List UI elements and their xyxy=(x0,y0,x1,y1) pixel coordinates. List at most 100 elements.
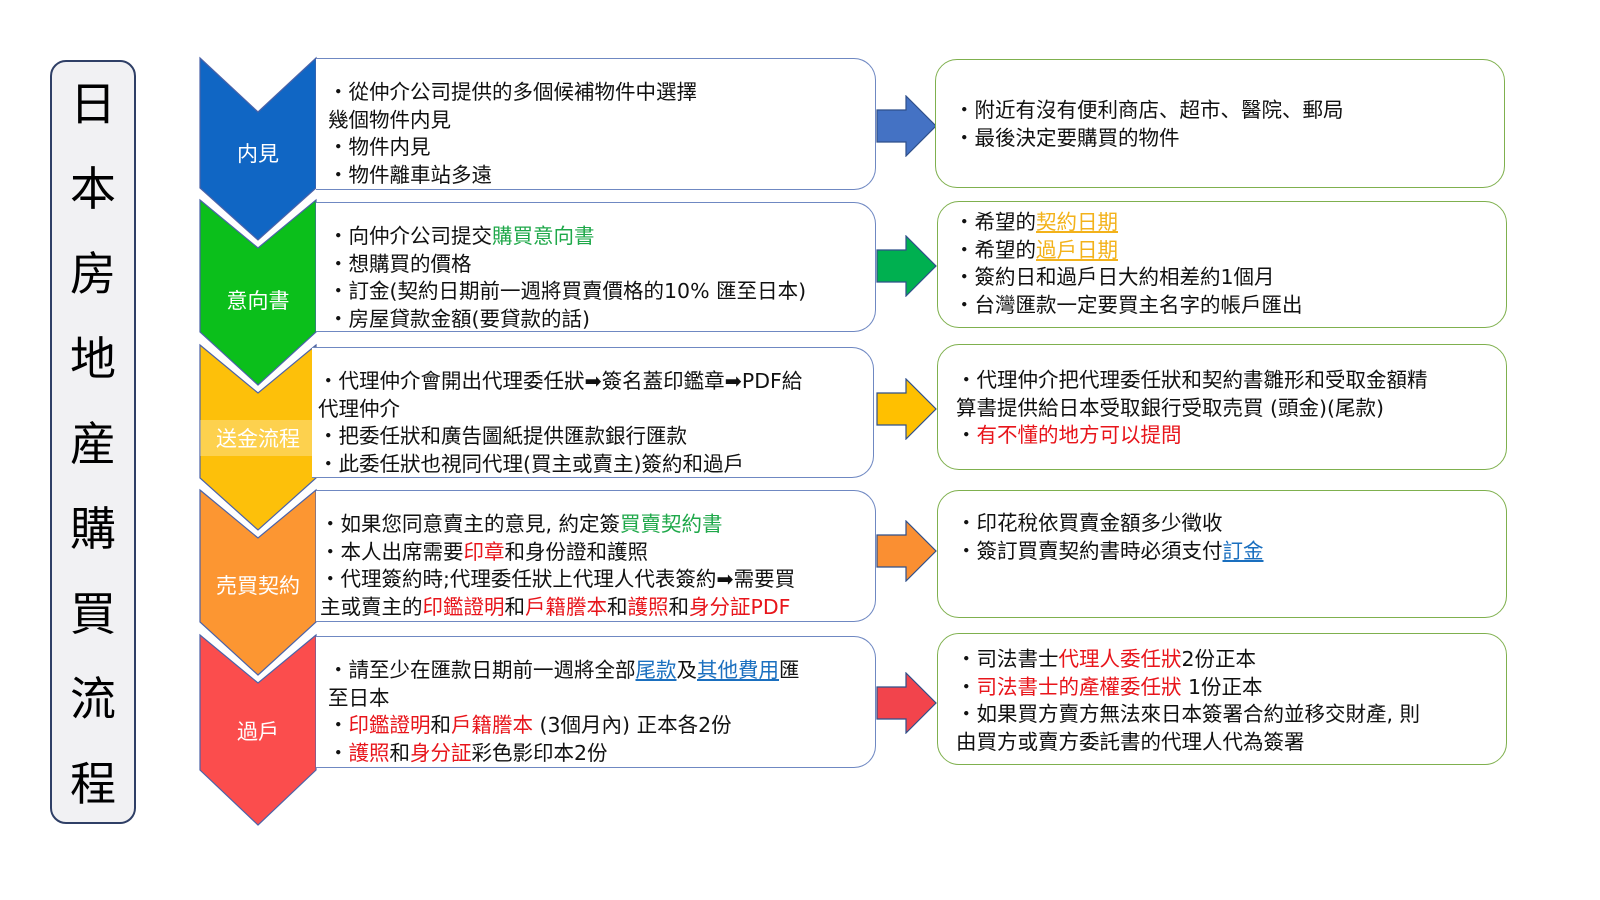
step-label: 意向書 xyxy=(226,289,290,313)
text-segment: 主或賣主的 xyxy=(320,594,423,619)
note-line: 算書提供給日本受取銀行受取売買 (頭金)(尾款) xyxy=(956,395,1428,423)
detail-line: ・把委任狀和廣告圖紙提供匯款銀行匯款 xyxy=(318,423,802,451)
step-2-details-box: ・向仲介公司提交購買意向書・想購買的價格・訂金(契約日期前一週將買賣價格的10%… xyxy=(316,202,876,332)
chevron-step-5 xyxy=(199,633,317,826)
text-segment: ・想購買的價格 xyxy=(328,251,472,276)
step-label: 売買契約 xyxy=(216,574,300,598)
note-line: ・簽約日和過戶日大約相差約1個月 xyxy=(954,264,1303,292)
highlighted-term: 其他費用 xyxy=(697,658,779,682)
highlighted-term: 身分証PDF xyxy=(689,594,791,619)
text-segment: ・房屋貸款金額(要貸款的話) xyxy=(328,306,590,331)
arrow-right-icon xyxy=(876,378,937,440)
text-segment: ・把委任狀和廣告圖紙提供匯款銀行匯款 xyxy=(318,424,687,448)
details-list: ・請至少在匯款日期前一週將全部尾款及其他費用匯 至日本・印鑑證明和戶籍謄本 (3… xyxy=(328,657,800,767)
text-segment: ・如果您同意賣主的意見, 約定簽 xyxy=(320,512,621,536)
step-5-details-box: ・請至少在匯款日期前一週將全部尾款及其他費用匯 至日本・印鑑證明和戶籍謄本 (3… xyxy=(316,636,876,768)
title-char: 買 xyxy=(70,587,116,641)
text-segment: ・最後決定要購買的物件 xyxy=(954,125,1180,150)
detail-line: ・從仲介公司提供的多個候補物件中選擇 xyxy=(328,79,697,107)
detail-line: ・如果您同意賣主的意見, 約定簽買賣契約書 xyxy=(320,511,795,539)
detail-line: ・想購買的價格 xyxy=(328,251,806,279)
step-3-details-box: ・代理仲介會開出代理委任狀➡簽名蓋印鑑章➡PDF給代理仲介・把委任狀和廣告圖紙提… xyxy=(312,347,874,478)
step-label: 過戶 xyxy=(237,720,279,744)
text-segment: 和身份證和護照 xyxy=(504,539,649,564)
text-segment: 匯 xyxy=(779,658,800,682)
text-segment: ・向仲介公司提交 xyxy=(328,224,492,248)
note-line: ・附近有沒有便利商店、超市、醫院、郵局 xyxy=(954,97,1344,125)
detail-line: ・本人出席需要印章和身份證和護照 xyxy=(320,539,795,567)
text-segment: 算書提供給日本受取銀行受取売買 (頭金)(尾款) xyxy=(956,395,1385,420)
highlighted-term: 護照 xyxy=(348,740,390,765)
text-segment: ・印花稅依買賣金額多少徵收 xyxy=(956,511,1223,535)
step-1-notes-box: ・附近有沒有便利商店、超市、醫院、郵局・最後決定要購買的物件 xyxy=(935,59,1505,188)
note-line: ・有不懂的地方可以提問 xyxy=(956,422,1428,450)
detail-line: ・代理簽約時;代理委任狀上代理人代表簽約➡需要買 xyxy=(320,566,795,594)
highlighted-term: 代理人委任狀 xyxy=(1058,647,1182,671)
text-segment: ・附近有沒有便利商店、超市、醫院、郵局 xyxy=(954,98,1344,122)
text-segment: 至日本 xyxy=(328,685,390,710)
text-segment: ・ xyxy=(956,423,977,447)
detail-line: ・印鑑證明和戶籍謄本 (3個月內) 正本各2份 xyxy=(328,712,800,740)
note-line: ・最後決定要購買的物件 xyxy=(954,125,1344,153)
title-char: 購 xyxy=(70,502,116,556)
note-line: ・希望的過戶日期 xyxy=(954,237,1303,265)
detail-line: ・代理仲介會開出代理委任狀➡簽名蓋印鑑章➡PDF給 xyxy=(318,368,802,396)
title-char: 程 xyxy=(70,757,116,811)
arrow-right-icon xyxy=(876,95,937,157)
note-line: ・簽訂買賣契約書時必須支付訂金 xyxy=(956,538,1264,566)
highlighted-term: 護照 xyxy=(627,594,669,619)
text-segment: ・司法書士 xyxy=(956,647,1059,671)
text-segment: ・本人出席需要 xyxy=(320,539,464,564)
highlighted-term: 購買意向書 xyxy=(492,224,595,248)
text-segment: ・如果買方賣方無法來日本簽署合約並移交財產, 則 xyxy=(956,702,1421,726)
highlighted-term: 契約日期 xyxy=(1036,210,1118,234)
detail-line: 幾個物件内見 xyxy=(328,107,697,135)
text-segment: 由買方或賣方委託書的代理人代為簽署 xyxy=(956,729,1305,754)
highlighted-term: 司法書士的產權委任狀 xyxy=(976,674,1182,699)
text-segment: 幾個物件内見 xyxy=(328,107,451,132)
step-2-notes-box: ・希望的契約日期・希望的過戶日期・簽約日和過戶日大約相差約1個月・台灣匯款一定要… xyxy=(937,201,1507,328)
text-segment: 和 xyxy=(389,740,411,765)
note-line: ・如果買方賣方無法來日本簽署合約並移交財產, 則 xyxy=(956,701,1420,729)
text-segment: 2份正本 xyxy=(1181,647,1257,671)
detail-line: ・物件内見 xyxy=(328,134,697,162)
detail-line: ・護照和身分証彩色影印本2份 xyxy=(328,740,800,768)
highlighted-term: 戶籍謄本 xyxy=(525,594,607,619)
highlighted-term: 有不懂的地方可以提問 xyxy=(976,423,1182,447)
text-segment: 1份正本 xyxy=(1181,674,1263,699)
text-segment: 和 xyxy=(430,713,452,737)
highlighted-term: 買賣契約書 xyxy=(620,512,723,536)
step-5-notes-box: ・司法書士代理人委任狀2份正本・司法書士的產權委任狀 1份正本・如果買方賣方無法… xyxy=(937,633,1507,765)
note-line: ・希望的契約日期 xyxy=(954,209,1303,237)
text-segment: ・代理仲介把代理委任狀和契約書雛形和受取金額精 xyxy=(956,368,1428,392)
text-segment: 和 xyxy=(668,594,690,619)
step-3-notes-box: ・代理仲介把代理委任狀和契約書雛形和受取金額精算書提供給日本受取銀行受取売買 (… xyxy=(937,344,1507,470)
text-segment: ・物件離車站多遠 xyxy=(328,162,492,187)
detail-line: ・請至少在匯款日期前一週將全部尾款及其他費用匯 xyxy=(328,657,800,685)
details-list: ・如果您同意賣主的意見, 約定簽買賣契約書・本人出席需要印章和身份證和護照・代理… xyxy=(320,511,795,621)
title-char: 本 xyxy=(70,162,116,216)
text-segment: ・希望的 xyxy=(954,210,1036,234)
text-segment: ・代理簽約時;代理委任狀上代理人代表簽約➡需要買 xyxy=(320,567,796,591)
step-4-details-box: ・如果您同意賣主的意見, 約定簽買賣契約書・本人出席需要印章和身份證和護照・代理… xyxy=(316,490,876,622)
title-char: 地 xyxy=(70,332,116,386)
detail-line: ・訂金(契約日期前一週將買賣價格的10% 匯至日本) xyxy=(328,278,806,306)
details-list: ・向仲介公司提交購買意向書・想購買的價格・訂金(契約日期前一週將買賣價格的10%… xyxy=(328,223,806,333)
detail-line: ・物件離車站多遠 xyxy=(328,162,697,190)
step-4-notes-box: ・印花稅依買賣金額多少徵收・簽訂買賣契約書時必須支付訂金 xyxy=(937,490,1507,618)
detail-line: ・房屋貸款金額(要貸款的話) xyxy=(328,306,806,334)
chevron-step-4 xyxy=(199,488,317,676)
text-segment: 代理仲介 xyxy=(318,396,400,421)
chevron-step-2 xyxy=(199,198,317,386)
text-segment: ・希望的 xyxy=(954,237,1036,262)
note-line: ・司法書士代理人委任狀2份正本 xyxy=(956,646,1420,674)
text-segment: ・從仲介公司提供的多個候補物件中選擇 xyxy=(328,80,697,104)
highlighted-term: 訂金 xyxy=(1222,538,1264,563)
notes-list: ・代理仲介把代理委任狀和契約書雛形和受取金額精算書提供給日本受取銀行受取売買 (… xyxy=(956,367,1428,450)
step-1-details-box: ・從仲介公司提供的多個候補物件中選擇 幾個物件内見・物件内見・物件離車站多遠 xyxy=(316,58,876,190)
text-segment: 彩色影印本2份 xyxy=(471,740,608,765)
text-segment: 及 xyxy=(676,658,698,682)
text-segment: ・ xyxy=(956,674,977,699)
text-segment: ・簽訂買賣契約書時必須支付 xyxy=(956,538,1223,563)
detail-line: 主或賣主的印鑑證明和戶籍謄本和護照和身分証PDF xyxy=(320,594,795,622)
